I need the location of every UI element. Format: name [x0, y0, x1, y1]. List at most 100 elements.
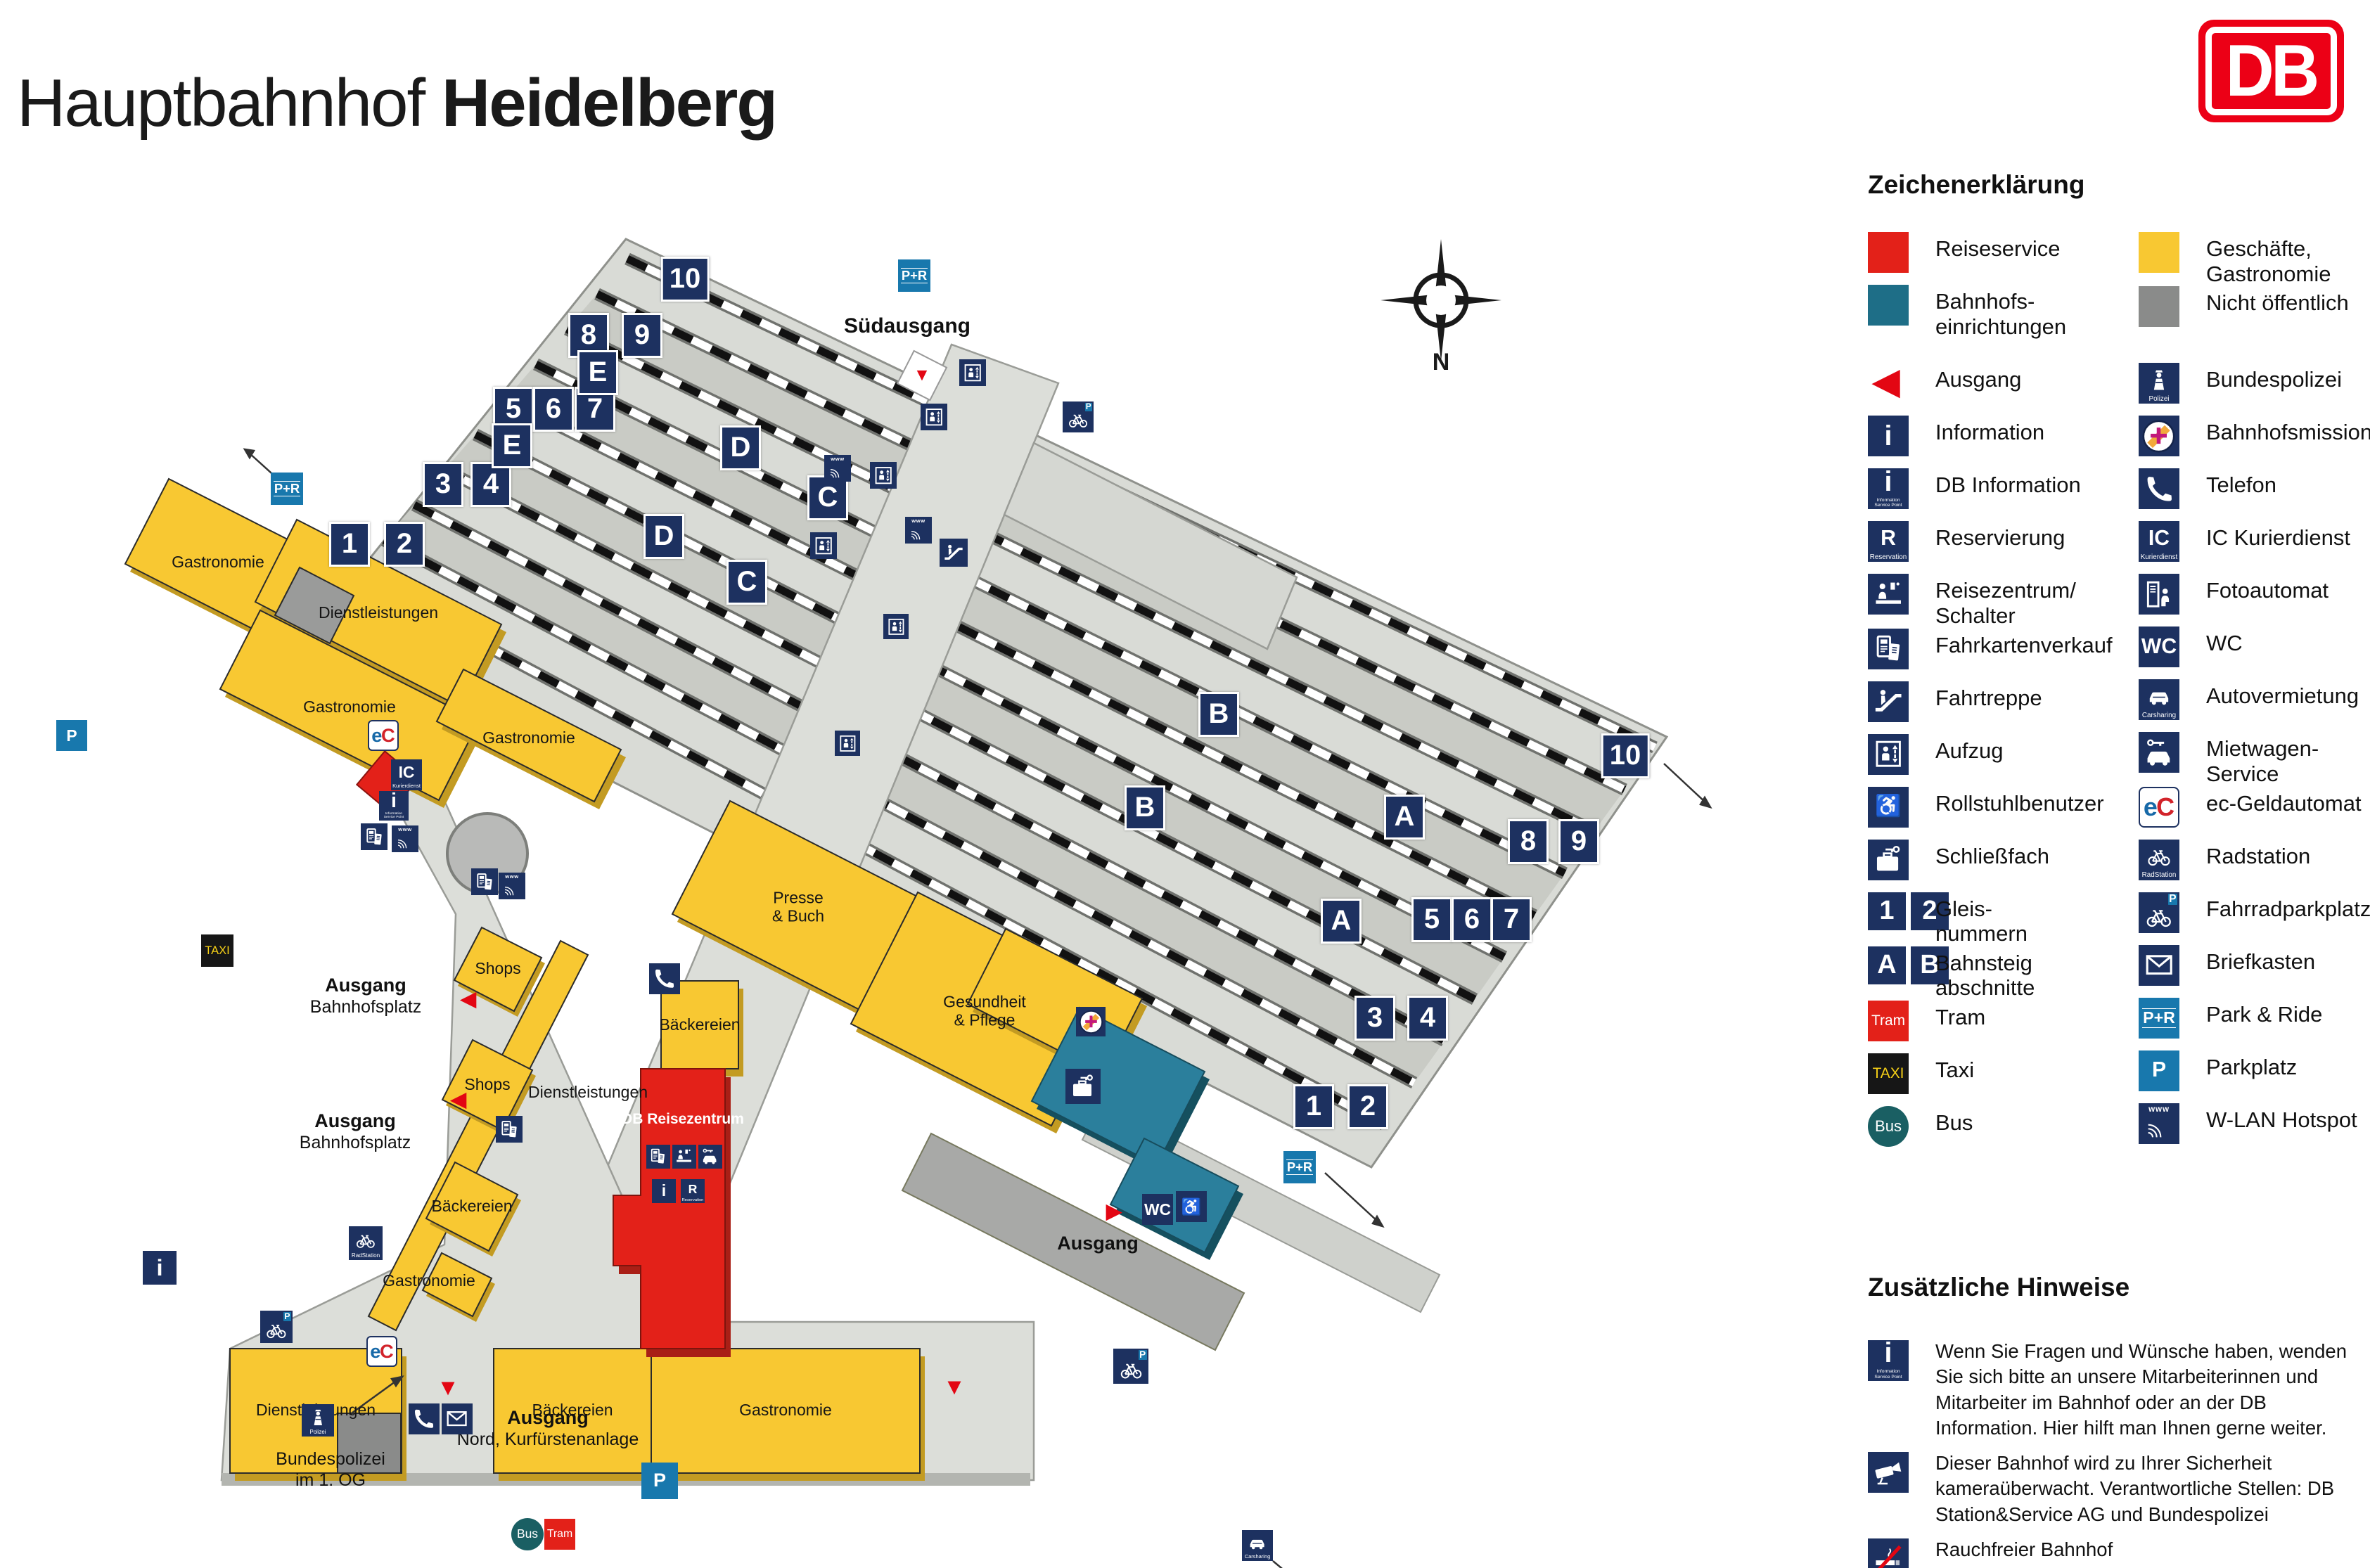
legend-item-label: Bahnhofsmission [2206, 420, 2370, 445]
track-badge-6: 6 [1452, 897, 1492, 942]
telefon-icon [409, 1403, 440, 1434]
exit-title: Südausgang [843, 314, 971, 338]
legend-heading: Zeichenerklärung [1868, 170, 2085, 199]
exit-triangle-left-marker: ◀ [448, 1089, 469, 1110]
briefkasten-marker [442, 1403, 473, 1434]
legend-badge: B [1911, 946, 1949, 984]
facility-buildings [1030, 1006, 1243, 1260]
legend-item-label: Parkplatz [2206, 1054, 2298, 1079]
track-badge-9: 9 [1558, 819, 1599, 864]
aufzug-marker [810, 532, 837, 559]
polizei-icon: Polizei [302, 1404, 334, 1437]
fahrradparkplatz-icon: P [1113, 1349, 1148, 1384]
fahrradparkplatz-marker: P [1113, 1349, 1148, 1384]
wlan-icon: www [824, 455, 851, 482]
rollstuhl-icon: ♿ [1176, 1191, 1207, 1222]
park-ride-icon: P+R [898, 259, 930, 292]
exit-triangle-left-marker: ◀ [458, 989, 479, 1010]
track-badge-2: 2 [1347, 1084, 1388, 1129]
legend-item-label: Bundespolizei [2206, 367, 2343, 392]
legend-item-label: Park & Ride [2206, 1001, 2323, 1027]
building-label: Bäckereien [659, 1015, 741, 1034]
exit-triangle-down-marker: ▼ [436, 1375, 460, 1399]
compass-north-label: N [1432, 349, 1450, 375]
aufzug-icon [959, 359, 986, 386]
legend-item-label: Fotoautomat [2206, 578, 2329, 603]
exit-title: Ausgang [325, 975, 406, 996]
legend-item: ♿Rollstuhlbenutzer [1868, 786, 2139, 840]
building-label: Gastronomie [482, 728, 575, 747]
building-label: Gastronomie [303, 698, 396, 716]
track-lines [350, 252, 1658, 1130]
legend-item: Fahrkartenverkauf [1868, 628, 2139, 681]
note-item: Rauchfreier Bahnhof [1868, 1537, 2370, 1568]
exit-triangle-left-icon: ◀ [461, 987, 476, 1010]
legend-item: Aufzug [1868, 733, 2139, 787]
police-note-line2: im 1. OG [295, 1470, 366, 1490]
legend-item: Fahrtreppe [1868, 681, 2139, 734]
information-marker: i [652, 1179, 676, 1203]
building-label: Gastronomie [739, 1401, 832, 1420]
legend-item-label: Mietwagen-Service [2206, 736, 2319, 786]
parkplatz-icon: P [641, 1463, 678, 1499]
building-label: DB Reisezentrum [622, 1111, 744, 1128]
parkplatz-icon: P [2139, 1050, 2179, 1091]
legend-item-label: DB Information [1935, 473, 2081, 498]
taxi-icon: TAXI [1868, 1053, 1909, 1095]
legend-item-label: Radstation [2206, 843, 2311, 868]
legend-badge: 2 [1911, 892, 1949, 930]
mietwagen-icon [698, 1145, 722, 1169]
wlan-marker: www [392, 825, 418, 852]
bus-icon: Bus [1868, 1106, 1909, 1148]
fahrkartenverkauf-marker [646, 1145, 670, 1169]
track-badge-E: E [492, 423, 532, 468]
wlan-icon: www [392, 825, 418, 852]
legend-item: Bahnhofs- einrichtungen [1868, 285, 2139, 339]
track-badge-D: D [643, 514, 684, 559]
page-title-regular: Hauptbahnhof [17, 65, 425, 141]
legend-item-label: Bahnsteig abschnitte [1935, 950, 2035, 1001]
fahrkartenverkauf-icon [646, 1145, 670, 1169]
legend-item-label: Geschäfte, Gastronomie [2206, 236, 2331, 286]
park-ride-marker: P+R [898, 259, 930, 292]
building-label: Shops [475, 959, 521, 978]
track-badge-10: 10 [1601, 733, 1650, 778]
exit-title: Ausgang [507, 1407, 589, 1428]
annotation-arrows [243, 448, 1712, 1568]
exit-triangle-right-icon: ▶ [1106, 1200, 1122, 1223]
kameraueberwachung-icon [1868, 1452, 1909, 1493]
building-label: Bäckereien [532, 1401, 613, 1420]
track-badge-3: 3 [1354, 996, 1395, 1041]
legend-item: Bus Bus [1868, 1106, 2139, 1159]
building-label: Gastronomie [383, 1271, 475, 1290]
bus-marker: Bus [511, 1518, 544, 1550]
wc-icon: WC [2139, 626, 2179, 668]
legend-item-label: Reservierung [1935, 525, 2065, 551]
track-badge-A: A [1321, 899, 1362, 944]
aufzug-marker [959, 359, 986, 386]
legend-item-label: Briefkasten [2206, 949, 2316, 974]
exit-triangle-down-icon: ▼ [913, 365, 931, 385]
legend-item: Reisezentrum/ Schalter [1868, 574, 2139, 628]
parkplatz-marker: P [641, 1463, 678, 1499]
information-icon: i [652, 1179, 676, 1203]
legend-item-label: Aufzug [1935, 738, 2004, 763]
fahrtreppe-marker [940, 539, 968, 567]
building-label: Gastronomie [172, 553, 264, 572]
reisezentrum-schalter-icon [672, 1145, 696, 1169]
wlan-marker: www [499, 873, 525, 899]
aufzug-marker [921, 404, 947, 430]
aufzug-icon [921, 404, 947, 430]
legend-item-label: Bus [1935, 1110, 1973, 1136]
